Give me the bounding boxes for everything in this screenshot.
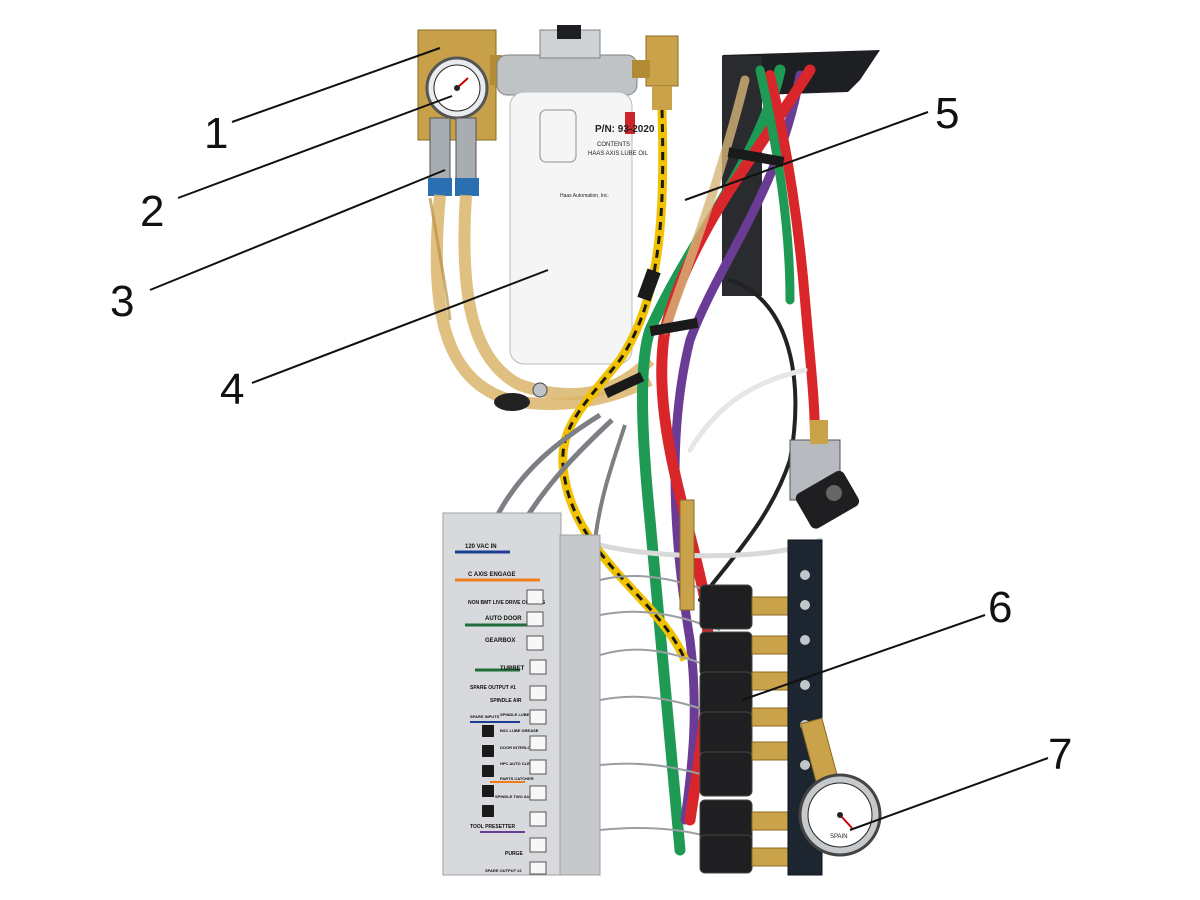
label-spindle-two: SPINDLE TWO AUTO-JET	[495, 794, 544, 799]
filter-contents-value: HAAS AXIS LUBE OIL	[588, 151, 649, 157]
check-valve-fittings	[428, 117, 479, 196]
label-non-bmt: NON BMT LIVE DRIVE COOLING	[468, 600, 545, 606]
label-120vac: 120 VAC IN	[465, 544, 497, 550]
label-spare-output-2: SPARE OUTPUT #2	[485, 868, 522, 873]
brass-outlet-fitting	[632, 35, 679, 110]
pressure-gauge-small	[425, 56, 489, 120]
filter-part-number: P/N: 93-2020	[595, 124, 655, 135]
label-hpc-auto-clean: HPC AUTO CLEAN	[500, 761, 536, 766]
label-gearbox: GEARBOX	[485, 638, 515, 644]
callout-1: 1	[204, 109, 229, 158]
filter-contents-label: CONTENTS	[597, 142, 630, 148]
label-parts-catcher: PARTS CATCHER	[500, 776, 534, 781]
label-auto-door: AUTO DOOR	[485, 616, 522, 622]
pressure-gauge-large: SPAIN	[798, 717, 882, 857]
gauge-unit-label: SPAIN	[830, 834, 848, 840]
label-spindle-air: SPINDLE AIR	[490, 698, 522, 704]
callout-4: 4	[220, 365, 245, 414]
hose-clip	[494, 382, 548, 411]
callout-7: 7	[1048, 730, 1073, 779]
label-c-axis: C AXIS ENGAGE	[468, 572, 515, 578]
label-door-interlock: DOOR INTERLOCK	[500, 745, 537, 750]
oil-filter-canister: P/N: 93-2020 CONTENTS HAAS AXIS LUBE OIL…	[496, 25, 655, 365]
label-purge: PURGE	[505, 851, 523, 857]
label-spare-inputs: SPARE INPUTS	[470, 714, 500, 719]
label-lube-pump: SPINDLE LUBE PUMP	[500, 712, 542, 717]
cable-ties	[603, 147, 785, 398]
callout-6: 6	[988, 583, 1013, 632]
grey-wiring-bundle	[492, 412, 627, 541]
callout-2: 2	[140, 187, 165, 236]
electrical-io-panel: 120 VAC IN C AXIS ENGAGE NON BMT LIVE DR…	[442, 512, 601, 876]
yellow-lube-hose	[558, 109, 690, 662]
label-turret: TURRET	[500, 666, 525, 672]
label-tool-presetter: TOOL PRESETTER	[470, 824, 515, 830]
callout-5: 5	[935, 89, 960, 138]
solenoid-valve-stack	[679, 499, 793, 874]
callout-leader-lines	[149, 47, 1049, 831]
label-spare-output-1: SPARE OUTPUT #1	[470, 685, 516, 691]
callout-3: 3	[110, 277, 135, 326]
pressure-regulator-valve	[789, 420, 860, 529]
filter-footer: Haas Automation, Inc.	[560, 193, 609, 199]
label-grease: BSC LUBE GREASE	[500, 728, 539, 733]
